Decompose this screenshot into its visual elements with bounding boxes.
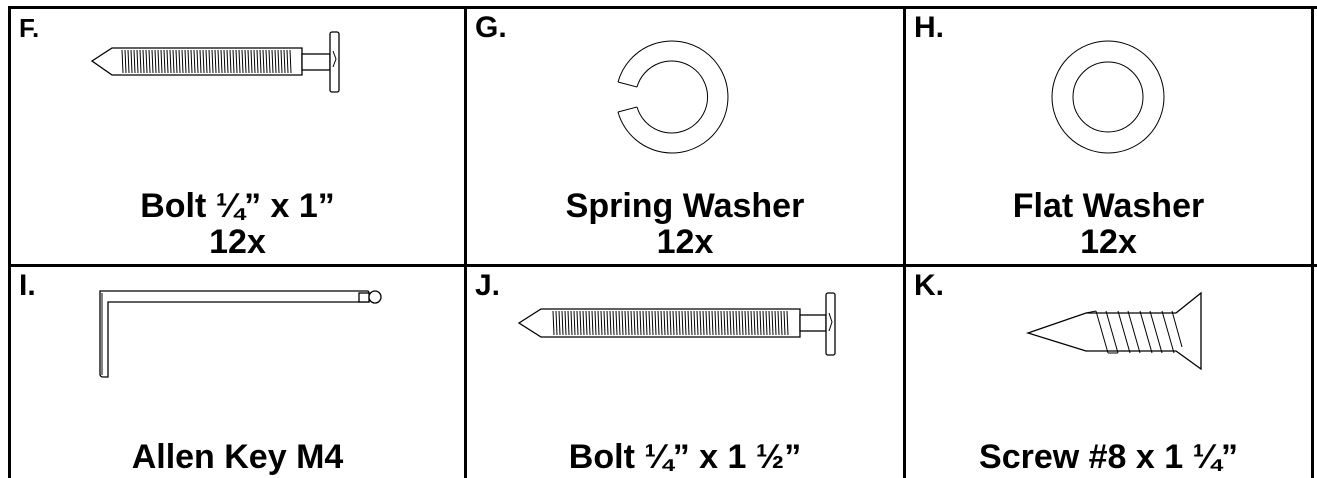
grid-line-middle [8,264,1317,267]
part-quantity: 12x [209,223,266,261]
part-name: Spring Washer [565,187,805,225]
part-quantity: 12x [656,223,714,261]
grid-line-right [1311,6,1314,478]
flat-washer-icon [1051,40,1165,154]
allen-key-icon [99,290,382,378]
part-letter: F. [19,13,40,43]
part-letter: J. [475,269,501,302]
part-letter: G. [475,11,507,44]
grid-line-left [8,6,11,478]
part-name: Bolt ¼” x 1 ½” [568,438,802,476]
grid-line-col-1 [464,6,467,478]
bolt-icon [517,292,836,356]
part-quantity: 12x [1080,223,1137,261]
part-cell-i: I. Allen Key M4 [11,267,464,478]
part-letter: H. [914,11,944,44]
spring-washer-icon [617,40,729,154]
part-name: Bolt ¼” x 1” [140,187,335,225]
part-cell-j: J. Bolt ¼” x 1 ½” [467,267,903,478]
part-letter: I. [19,269,36,302]
part-cell-g: G. Spring Washer 12x [467,9,903,264]
grid-line-col-2 [903,6,906,478]
part-cell-f: F. Bolt ¼” x 1” 12x [11,9,464,264]
screw-icon [1025,291,1202,371]
part-name: Flat Washer [1012,187,1205,225]
part-name: Allen Key M4 [131,438,344,476]
part-cell-k: K. Screw #8 x 1 ¼” [906,267,1311,478]
grid-line-top [8,6,1317,9]
part-name: Screw #8 x 1 ¼” [979,438,1238,476]
part-cell-h: H. Flat Washer 12x [906,9,1311,264]
part-letter: K. [914,269,944,302]
bolt-icon [90,31,340,93]
